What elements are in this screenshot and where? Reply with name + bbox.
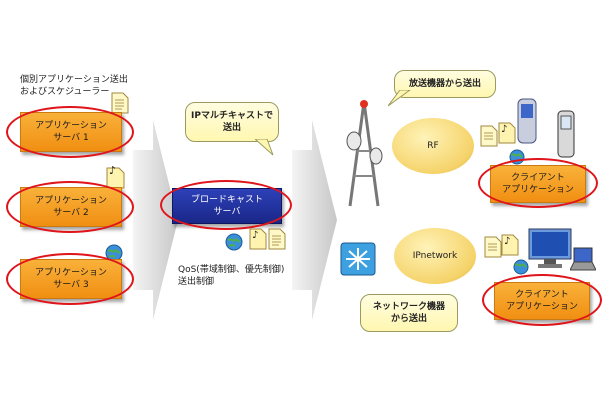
qos-caption: QoS(帯域制御、優先制御) 送出制御: [178, 264, 284, 288]
multicast-callout-line2: 送出: [222, 123, 241, 133]
svg-text:♪: ♪: [109, 164, 116, 177]
document-icon-2: [268, 228, 286, 254]
rf-cloud-label: RF: [427, 141, 439, 151]
multicast-callout-line1: IPマルチキャストで: [191, 111, 273, 121]
flow-arrow-1: [133, 120, 178, 320]
qos-caption-line1: QoS(帯域制御、優先制御): [178, 265, 285, 275]
globe-icon-2: [224, 232, 244, 256]
broadcast-tower-icon: [340, 96, 388, 212]
music-file-icon-2: ♪: [248, 226, 268, 254]
broadcast-callout-text: 放送機器から送出: [408, 79, 481, 89]
network-callout-line1: ネットワーク機器: [372, 302, 445, 312]
svg-text:♪: ♪: [252, 230, 258, 241]
desktop-monitor-icon: [528, 228, 574, 274]
ip-network-cloud: IPnetwork: [394, 228, 476, 284]
highlight-ring-server-1: [6, 106, 134, 158]
globe-icon-4: [512, 258, 530, 280]
network-callout-line2: から送出: [390, 314, 427, 324]
music-file-icon-4: ♪: [500, 232, 520, 260]
mobile-device-icon: [517, 98, 539, 150]
laptop-icon: [569, 246, 597, 276]
music-file-icon: ♪: [103, 163, 127, 193]
flow-arrow-2: [292, 120, 337, 320]
mobile-phone-icon: [557, 110, 575, 164]
network-switch-icon: [340, 242, 378, 282]
left-caption-line2: およびスケジューラー: [20, 87, 110, 97]
svg-text:♪: ♪: [504, 236, 510, 247]
highlight-ring-client-2: [482, 274, 602, 326]
network-callout: ネットワーク機器 から送出: [360, 294, 458, 332]
document-icon-4: [484, 236, 502, 262]
document-icon: [111, 92, 129, 118]
broadcast-callout-tail: [387, 89, 412, 112]
music-file-icon-3: ♪: [497, 120, 517, 148]
highlight-ring-broadcast: [160, 180, 292, 230]
highlight-ring-client-1: [478, 158, 598, 208]
highlight-ring-server-3: [6, 253, 134, 305]
highlight-ring-server-2: [6, 181, 134, 233]
multicast-callout: IPマルチキャストで 送出: [185, 102, 279, 142]
rf-cloud: RF: [392, 118, 474, 174]
qos-caption-line2: 送出制御: [178, 277, 215, 287]
left-caption-line1: 個別アプリケーション送出: [20, 75, 128, 85]
broadcast-callout: 放送機器から送出: [394, 70, 496, 98]
svg-text:♪: ♪: [501, 124, 507, 135]
document-icon-3: [480, 125, 498, 151]
ip-network-cloud-label: IPnetwork: [412, 251, 458, 261]
callout-tail: [253, 138, 275, 163]
left-caption: 個別アプリケーション送出 およびスケジューラー: [20, 74, 128, 98]
